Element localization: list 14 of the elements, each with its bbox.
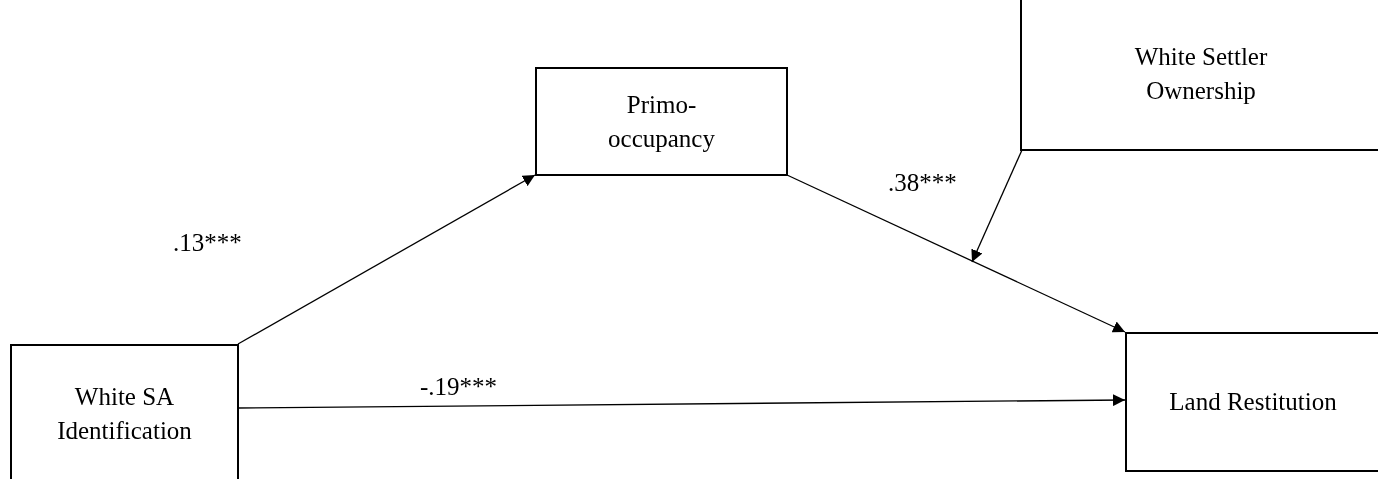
edge-label: .38*** (888, 168, 957, 198)
variable-box (1125, 332, 1378, 472)
variable-box (535, 67, 788, 176)
variable-name: Land Restitution (1168, 387, 1338, 417)
edge-label: -.19*** (420, 372, 498, 402)
edge-label: .13*** (173, 228, 242, 258)
arrow (971, 149, 1023, 263)
variable-name: Primo-occupancy (607, 89, 716, 154)
arrow (237, 174, 536, 345)
arrow (786, 174, 1126, 333)
variable-box (10, 344, 239, 479)
variable-name: White SA Identification (56, 382, 193, 446)
variable-box (1020, 0, 1378, 151)
variable-name: White Settler Ownership (1133, 42, 1269, 106)
